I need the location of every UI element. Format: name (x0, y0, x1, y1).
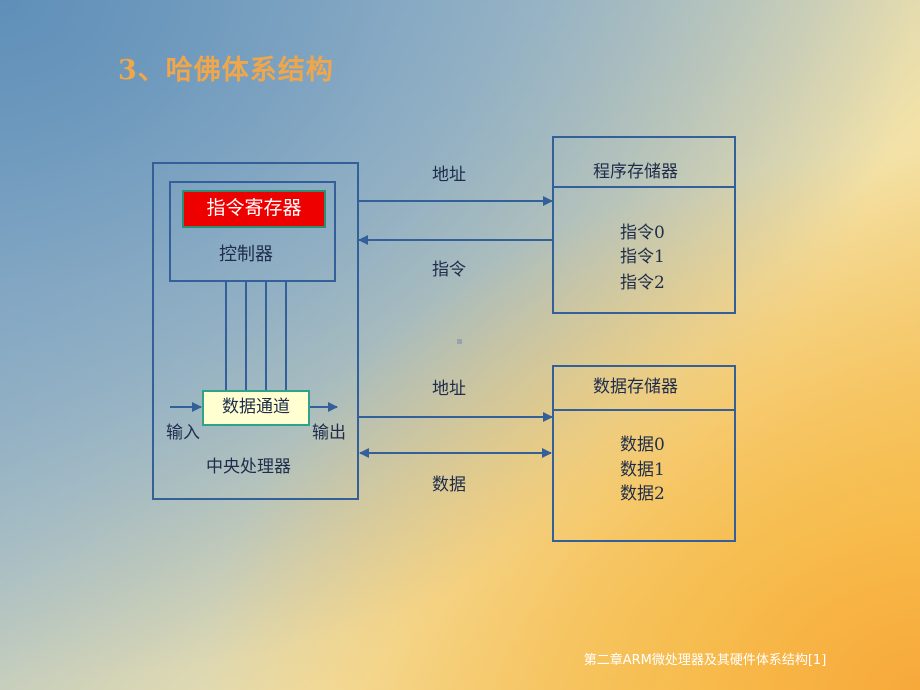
center-dot (457, 339, 462, 344)
program-memory-item: 指令2 (620, 273, 665, 293)
slide-title: 3、哈佛体系结构 (118, 55, 334, 86)
program-memory-divider (552, 186, 736, 188)
cpu-label: 中央处理器 (206, 457, 291, 477)
instruction-register: 指令寄存器 (182, 190, 326, 228)
data-address-bus-label: 地址 (432, 379, 466, 399)
data-memory-box (552, 365, 736, 542)
data-memory-item: 数据2 (620, 484, 665, 504)
program-address-bus-label: 地址 (432, 165, 466, 185)
program-memory-box (552, 136, 736, 314)
controller-label: 控制器 (219, 244, 273, 265)
datapath-box: 数据通道 (202, 390, 310, 426)
output-label: 输出 (312, 423, 346, 443)
program-instruction-bus-label: 指令 (432, 260, 466, 280)
data-memory-item: 数据0 (620, 435, 665, 455)
program-memory-item: 指令1 (620, 247, 665, 267)
data-memory-divider (552, 409, 736, 411)
footer-caption: 第二章ARM微处理器及其硬件体系结构[1] (583, 653, 827, 668)
data-memory-title: 数据存储器 (593, 377, 678, 397)
program-memory-title: 程序存储器 (593, 162, 678, 182)
cpu-box (152, 162, 359, 500)
controller-box (169, 181, 336, 282)
data-memory-item: 数据1 (620, 460, 665, 480)
data-bus-label: 数据 (432, 475, 466, 495)
input-label: 输入 (166, 423, 200, 443)
program-memory-item: 指令0 (620, 223, 665, 243)
